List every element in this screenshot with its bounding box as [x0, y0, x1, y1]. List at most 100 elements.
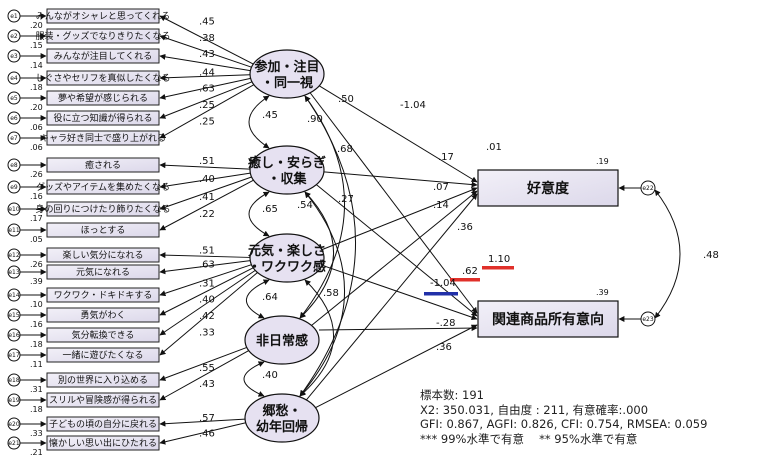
indicator-box: 気分転換できる	[46, 327, 160, 343]
residual-variance: .06	[30, 143, 43, 152]
indicator-box: みんながオシャレと思ってくれる	[36, 8, 170, 24]
structural-path	[315, 324, 478, 409]
loading-label: .44	[199, 67, 215, 78]
error-circle	[7, 436, 21, 450]
path-coefficient: .01	[486, 142, 502, 153]
indicator-label: ワクワク・ドキドキする	[54, 290, 153, 301]
residual-variance: .18	[30, 340, 43, 349]
residual-variance: .14	[30, 61, 43, 70]
outcome-box: 好意度	[477, 169, 619, 207]
loading-label: .55	[199, 363, 215, 374]
sample-size-text: 標本数: 191	[420, 388, 484, 402]
correlation-arc	[243, 361, 265, 397]
loading-arrow	[159, 264, 252, 297]
error-id: e4	[10, 75, 18, 82]
residual-variance: .33	[30, 429, 43, 438]
loading-arrow	[159, 179, 254, 231]
indicator-label: 夢や希望が感じられる	[58, 92, 148, 104]
indicator-label: 楽しい気分になれる	[62, 249, 143, 261]
path-coefficient: -.28	[436, 318, 456, 329]
path-lines	[20, 13, 681, 446]
highlighted-coefficient: -1.04	[430, 278, 456, 289]
error-id: e10	[8, 206, 20, 213]
error-node: e10	[7, 202, 21, 216]
error-node: e12	[7, 248, 21, 262]
loading-arrow	[159, 15, 254, 65]
indicator-label: しぐさやセリフを真似したくなる	[35, 72, 170, 84]
loading-arrow	[159, 346, 247, 381]
highlight-bar	[482, 266, 514, 270]
error-circle	[7, 417, 21, 431]
loading-label: .63	[199, 84, 215, 95]
indicator-rect	[46, 287, 160, 303]
highlight-bar	[424, 292, 458, 296]
loading-label: .25	[199, 100, 215, 111]
outcome-label: 関連商品所有意向	[492, 311, 604, 328]
loading-label: .42	[199, 311, 215, 322]
correlation-arc	[299, 191, 335, 319]
correlation-arc	[299, 279, 335, 397]
indicator-label: 気分転換できる	[72, 329, 135, 341]
loading-arrow	[159, 53, 251, 72]
error-id: e2	[10, 33, 18, 40]
latent-label: ・同一視	[261, 75, 313, 91]
indicator-rect	[46, 110, 160, 126]
residual-variance: .26	[30, 170, 43, 179]
path-coefficient: -1.04	[400, 100, 426, 111]
indicator-box: スリルや冒険感が得られる	[46, 392, 160, 408]
latent-ellipse	[249, 49, 325, 99]
error-circle	[7, 248, 21, 262]
path-coefficient: .17	[438, 152, 454, 163]
indicator-rect	[46, 327, 160, 343]
error-node: e15	[7, 308, 21, 322]
error-id: e11	[8, 227, 20, 234]
loading-label: .45	[199, 16, 215, 27]
residual-variance: .31	[30, 385, 43, 394]
residual-variance: .21	[30, 448, 43, 457]
error-node: e5	[7, 91, 21, 105]
loading-arrow	[159, 81, 253, 119]
error-id: e13	[8, 269, 20, 276]
error-id: e6	[10, 115, 18, 122]
indicator-rect	[46, 435, 160, 451]
indicator-rect	[46, 90, 160, 106]
indicator-rect	[46, 70, 160, 86]
indicator-box: 役に立つ知識が得られる	[46, 110, 160, 126]
error-circle	[7, 373, 21, 387]
latent-ellipse	[244, 315, 320, 365]
path-coefficient: .36	[436, 342, 452, 353]
error-circle	[7, 288, 21, 302]
correlation-arc	[299, 191, 345, 397]
residual-variance: .20	[30, 21, 43, 30]
structural-path	[309, 92, 478, 314]
loading-label: .51	[199, 246, 215, 257]
residual-variance: .26	[30, 260, 43, 269]
indicator-rect	[46, 307, 160, 323]
loading-arrow	[159, 269, 256, 336]
loading-arrow	[159, 77, 251, 100]
error-circle	[640, 180, 656, 196]
latent-label: ・ワクワク感	[248, 259, 326, 275]
highlighted-coefficient: 1.10	[488, 254, 510, 265]
error-node: e16	[7, 328, 21, 342]
indicator-box: ワクワク・ドキドキする	[46, 287, 160, 303]
residual-variance: .05	[30, 235, 43, 244]
loading-label: .38	[199, 33, 215, 44]
error-node: e6	[7, 111, 21, 125]
indicator-rect	[46, 28, 160, 44]
error-circle	[7, 71, 21, 85]
error-circle	[7, 202, 21, 216]
indicator-rect	[46, 416, 160, 432]
loading-label: .33	[199, 328, 215, 339]
error-node: e23	[640, 311, 656, 327]
structural-path	[318, 85, 478, 183]
outcome-rect	[477, 169, 619, 207]
indicator-rect	[46, 48, 160, 64]
correlation-label: .45	[262, 110, 278, 121]
latent-label: 非日常感	[256, 333, 308, 349]
indicator-box: 別の世界に入り込める	[46, 372, 160, 388]
path-coefficient: .68	[337, 144, 353, 155]
loading-label: .40	[199, 174, 215, 185]
error-node: e21	[7, 436, 21, 450]
